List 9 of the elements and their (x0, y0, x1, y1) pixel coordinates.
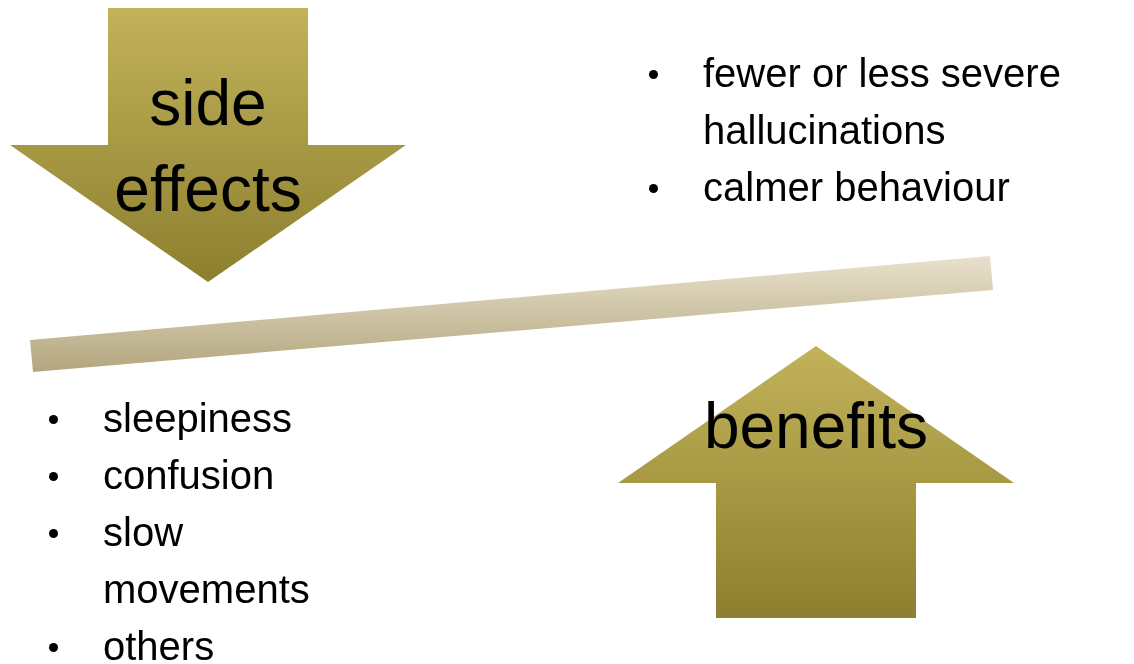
list-item-text: others (103, 624, 215, 664)
down-arrow (10, 8, 406, 282)
up-arrow (618, 346, 1014, 618)
balance-beam (30, 256, 993, 372)
arrow-label: benefits (702, 394, 930, 458)
list-item-text: calmer behaviour (703, 165, 1010, 209)
arrow-label: side effects (113, 66, 303, 227)
list-item-text: confusion (103, 453, 275, 497)
list-item-text: sleepiness (103, 396, 292, 440)
